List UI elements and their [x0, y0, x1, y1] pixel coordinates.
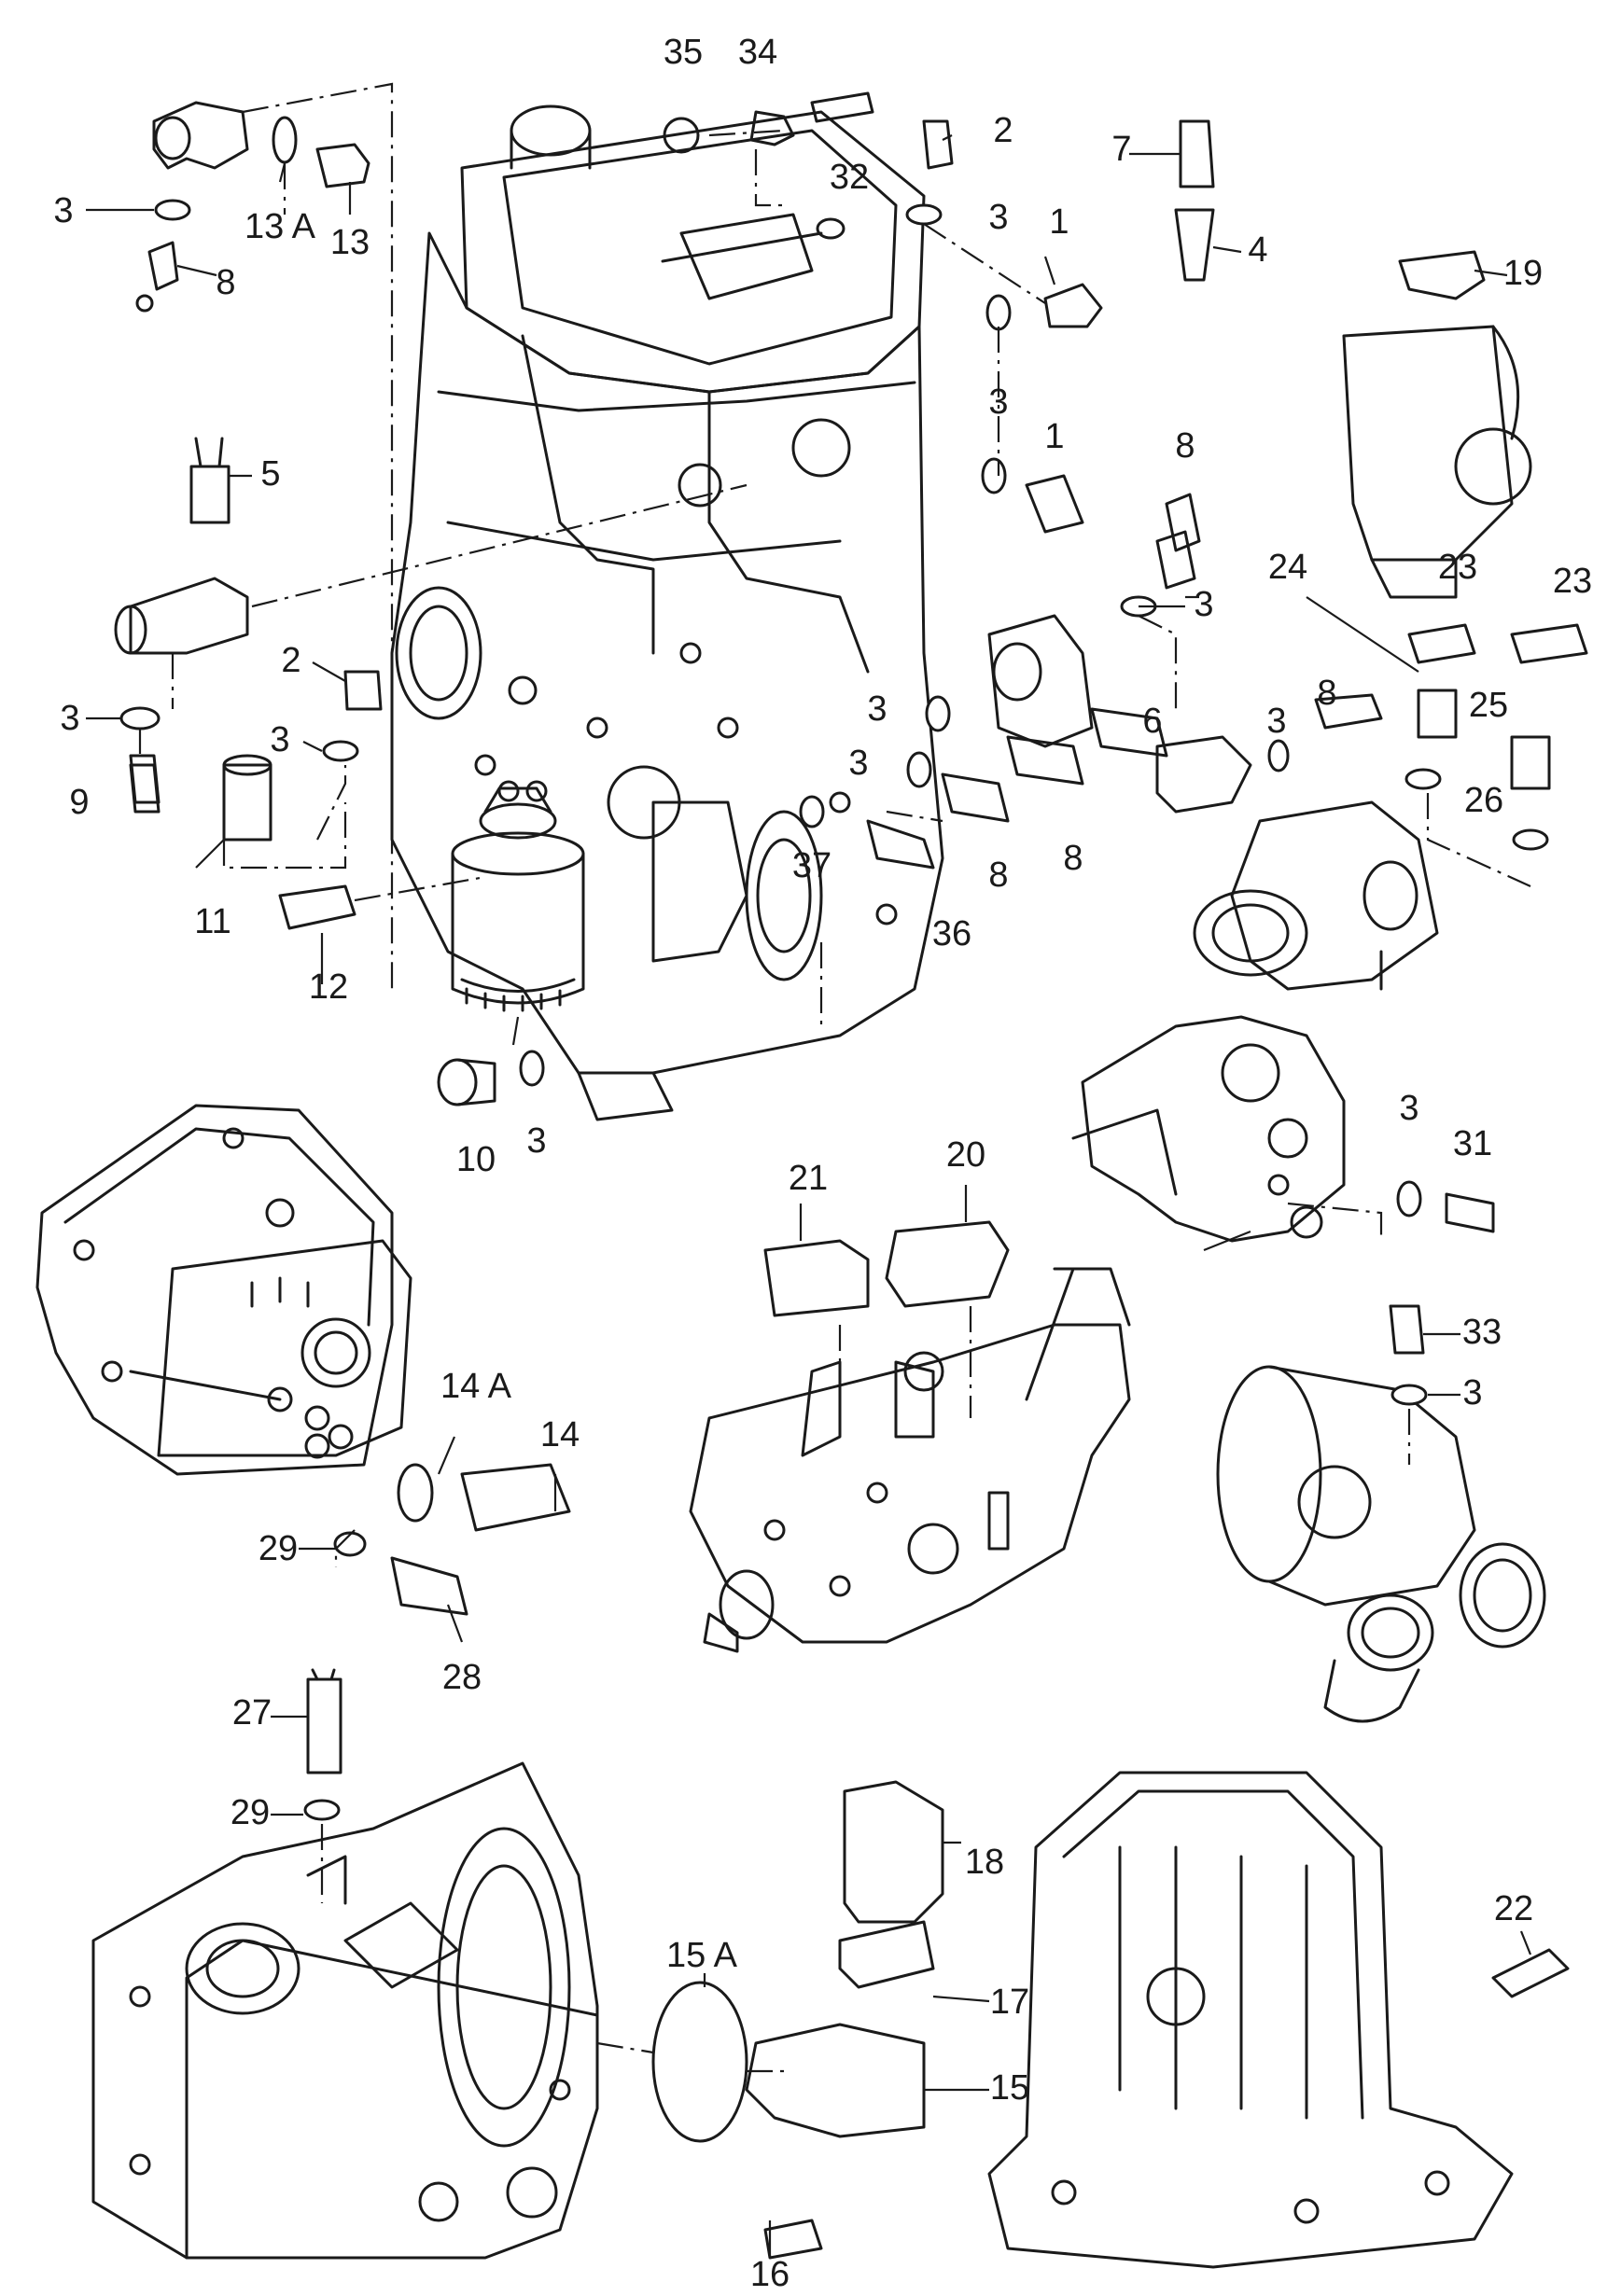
callout-8: 8 — [1175, 426, 1195, 466]
callout-10: 10 — [456, 1140, 496, 1179]
callout-3: 3 — [1399, 1089, 1418, 1128]
callout-3: 3 — [867, 689, 887, 729]
manual-gearbox-upper — [35, 1104, 412, 1476]
callout-3: 3 — [848, 744, 868, 783]
callout-23: 23 — [1553, 562, 1592, 601]
callout-22: 22 — [1494, 1889, 1533, 1928]
callout-37: 37 — [792, 846, 831, 885]
callout-24: 24 — [1268, 548, 1307, 587]
callout-18: 18 — [965, 1843, 1004, 1882]
callout-11: 11 — [194, 902, 231, 941]
misc-small-parts — [129, 530, 1570, 2260]
callout-1: 1 — [1049, 202, 1069, 242]
callout-32: 32 — [830, 158, 869, 197]
callout-7: 7 — [1111, 130, 1131, 169]
callout-3: 3 — [270, 720, 289, 759]
callout-8: 8 — [216, 263, 235, 302]
callout-2: 2 — [281, 641, 300, 680]
callout-23: 23 — [1438, 548, 1477, 587]
callout-28: 28 — [442, 1658, 482, 1697]
automatic-transmission — [987, 1771, 1514, 2269]
callout-21: 21 — [789, 1159, 828, 1198]
callout-29: 29 — [231, 1793, 270, 1832]
callout-3: 3 — [60, 699, 79, 738]
callout-14a: 14 A — [440, 1367, 512, 1406]
callout-8: 8 — [1063, 839, 1083, 878]
callout-3: 3 — [526, 1121, 546, 1161]
callout-27: 27 — [232, 1693, 272, 1732]
engine-block — [390, 104, 944, 1121]
callout-labels: 35 34 32 2 7 4 3 13 A 13 8 3 1 19 5 3 1 … — [53, 33, 1592, 2294]
callout-17: 17 — [990, 1983, 1029, 2022]
callout-33: 33 — [1462, 1313, 1502, 1352]
callout-8: 8 — [1317, 674, 1336, 713]
callout-3: 3 — [53, 191, 73, 230]
callout-2: 2 — [993, 111, 1013, 150]
callout-3: 3 — [988, 198, 1008, 237]
callout-25: 25 — [1469, 686, 1508, 725]
callout-13: 13 — [330, 223, 370, 262]
callout-36: 36 — [932, 914, 971, 953]
callout-26: 26 — [1464, 781, 1503, 820]
turbocharger — [1216, 1365, 1546, 1723]
carburetor — [1071, 1015, 1346, 1243]
distributor — [1342, 250, 1588, 664]
callout-29: 29 — [259, 1529, 298, 1568]
callout-14: 14 — [540, 1415, 580, 1454]
callout-3: 3 — [1462, 1373, 1482, 1412]
callout-5: 5 — [260, 454, 280, 494]
callout-4: 4 — [1248, 230, 1267, 270]
callout-15: 15 — [990, 2068, 1029, 2108]
callout-19: 19 — [1503, 254, 1543, 293]
callout-15a: 15 A — [666, 1936, 738, 1975]
callout-1: 1 — [1044, 417, 1064, 456]
callout-12: 12 — [309, 967, 348, 1007]
callout-34: 34 — [738, 33, 777, 72]
callout-35: 35 — [664, 33, 703, 72]
callout-8: 8 — [988, 856, 1008, 895]
callout-13a: 13 A — [245, 207, 316, 246]
callout-6: 6 — [1142, 702, 1162, 741]
manual-gearbox-lower — [91, 1761, 599, 2260]
leader-lines — [86, 82, 1532, 2258]
callout-20: 20 — [946, 1135, 985, 1175]
callout-16: 16 — [750, 2255, 790, 2294]
injection-pump — [689, 1267, 1131, 1653]
callout-31: 31 — [1453, 1124, 1492, 1163]
callout-3: 3 — [988, 383, 1008, 422]
coolant-flange — [987, 614, 1551, 991]
callout-3: 3 — [1194, 585, 1213, 624]
sensor-group-top-left — [114, 101, 370, 804]
callout-9: 9 — [69, 783, 89, 822]
callout-3: 3 — [1266, 702, 1286, 741]
